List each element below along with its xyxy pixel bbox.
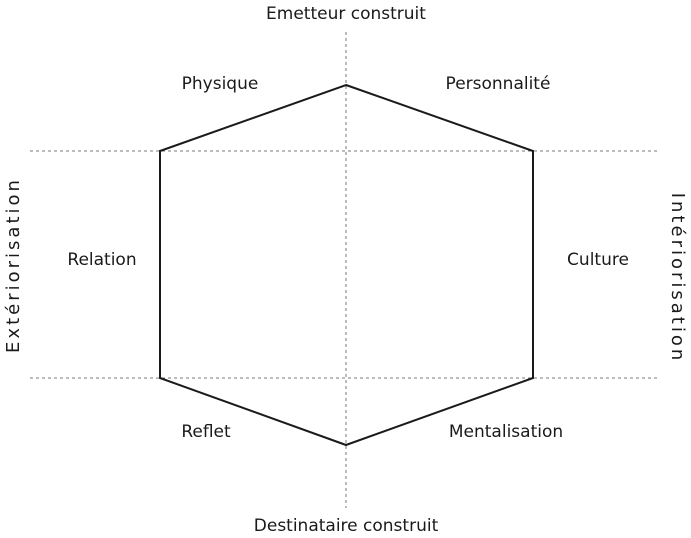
facet-mentalisation-label: Mentalisation [449,422,563,442]
left-side-label: Extériorisation [3,177,24,353]
top-axis-label: Emetteur construit [266,4,426,24]
facet-reflet-label: Reflet [181,422,231,442]
facet-personnalite-label: Personnalité [446,74,551,94]
bottom-axis-label: Destinataire construit [254,516,439,536]
right-side-label: Intériorisation [667,193,688,364]
facet-physique-label: Physique [182,74,259,94]
facet-relation-label: Relation [67,250,136,270]
prism-hexagon [159,83,534,447]
facet-culture-label: Culture [567,250,629,270]
